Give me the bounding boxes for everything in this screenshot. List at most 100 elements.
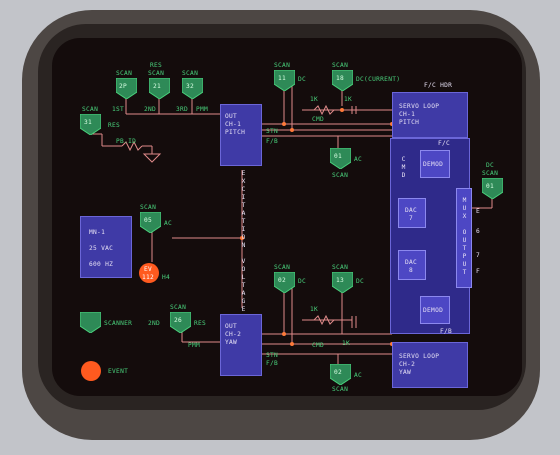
res-label: RES <box>108 122 120 129</box>
block-line: MN-1 <box>89 229 105 236</box>
1k-label: 1K <box>310 306 318 313</box>
ev-bottom: 112 <box>142 274 154 281</box>
demod2-block[interactable]: DEMOD <box>420 296 450 324</box>
badge-number: 2P <box>119 83 127 90</box>
badge-number: 18 <box>336 75 344 82</box>
block-line: 8 <box>409 267 413 274</box>
1k-label: 1K <box>310 96 318 103</box>
block-line: CH-1 <box>399 111 415 118</box>
badge-number: 01 <box>486 183 494 190</box>
fb-label: F/B <box>266 360 278 367</box>
badge-number: 02 <box>334 369 342 376</box>
fb-label: F/B <box>266 138 278 145</box>
scan-label: SCAN <box>148 70 164 77</box>
block-line: CH-2 <box>225 331 241 338</box>
block-line: PITCH <box>399 119 419 126</box>
block-line: SERVO LOOP <box>399 353 439 360</box>
res2-label: RES <box>194 320 206 327</box>
second2-label: 2ND <box>148 320 160 327</box>
f-label: F <box>476 268 480 275</box>
servo-loop-ch2-block[interactable]: SERVO LOOP CH-2 YAW <box>392 342 468 388</box>
pmm-label: PMM <box>196 106 208 113</box>
scan-label: SCAN <box>82 106 98 113</box>
pmm2-label: PMM <box>188 342 200 349</box>
badge-number: 05 <box>144 217 152 224</box>
h4-label: H4 <box>162 274 170 281</box>
fc-hdr-label: F/C HDR <box>424 82 452 89</box>
block-line: DAC <box>405 207 417 214</box>
scan-label: SCAN <box>182 70 198 77</box>
e-label: E <box>476 208 480 215</box>
dc-right-label: DC <box>486 162 494 169</box>
badge-number: 21 <box>153 83 161 90</box>
first-label: 1ST <box>112 106 124 113</box>
badge-number: 13 <box>336 277 344 284</box>
dac8-block[interactable]: DAC 8 <box>398 250 426 280</box>
block-line: OUT <box>225 323 237 330</box>
ev-top: EV <box>144 266 152 273</box>
ac-label: AC <box>354 156 362 163</box>
badge-number: 32 <box>186 83 194 90</box>
second-label: 2ND <box>144 106 156 113</box>
pbid-label: PB.ID <box>116 138 136 145</box>
scan-label: SCAN <box>482 170 498 177</box>
cmd-vertical: CMD <box>400 156 407 180</box>
block-line: PITCH <box>225 129 245 136</box>
scan-label: SCAN <box>332 62 348 69</box>
excitation-voltage-label: EXCITATION VOLTAGE <box>240 170 247 314</box>
fb2-label: F/B <box>440 328 452 335</box>
block-line: MUX OUTPUT <box>461 197 468 277</box>
block-line: YAW <box>399 369 411 376</box>
block-line: YAW <box>225 339 237 346</box>
1k-label: 1K <box>342 340 350 347</box>
ac-label: AC <box>354 372 362 379</box>
scan-label: SCAN <box>332 264 348 271</box>
six-label: 6 <box>476 228 480 235</box>
block-line: DEMOD <box>423 161 443 168</box>
stn-label: STN <box>266 352 278 359</box>
scan-label: SCAN <box>332 386 348 393</box>
dc-current-label: DC(CURRENT) <box>356 76 400 83</box>
servo-loop-ch1-block[interactable]: SERVO LOOP CH-1 PITCH <box>392 92 468 138</box>
scan-label: SCAN <box>332 172 348 179</box>
scan-label: SCAN <box>274 62 290 69</box>
event-legend-icon <box>80 360 102 382</box>
block-line: DAC <box>405 259 417 266</box>
scan-label: SCAN <box>140 204 156 211</box>
scanner-legend-icon <box>80 312 101 333</box>
fc-label: F/C <box>438 140 450 147</box>
seven-label: 7 <box>476 252 480 259</box>
badge-number: 31 <box>84 119 92 126</box>
stn-label: STN <box>266 128 278 135</box>
block-line: 600 HZ <box>89 261 113 268</box>
cmd-label: CMD <box>312 342 324 349</box>
mn1-block[interactable]: MN-1 25 VAC 600 HZ <box>80 216 132 278</box>
demod1-block[interactable]: DEMOD <box>420 150 450 178</box>
block-line: DEMOD <box>423 307 443 314</box>
badge-number: 02 <box>278 277 286 284</box>
block-line: 25 VAC <box>89 245 113 252</box>
dc-label: DC <box>298 278 306 285</box>
scan-label: SCAN <box>170 304 186 311</box>
badge-number: 26 <box>174 317 182 324</box>
scan-label: SCAN <box>274 264 290 271</box>
dc-label: DC <box>298 76 306 83</box>
cmd-label: CMD <box>312 116 324 123</box>
badge-number: 01 <box>334 153 342 160</box>
block-line: OUT <box>225 113 237 120</box>
out-ch1-block[interactable]: OUT CH-1 PITCH <box>220 104 262 166</box>
out-ch2-block[interactable]: OUT CH-2 YAW <box>220 314 262 376</box>
dac7-block[interactable]: DAC 7 <box>398 198 426 228</box>
scanner-legend-label: SCANNER <box>104 320 132 327</box>
badge-number: 11 <box>278 75 286 82</box>
dc-label: DC <box>356 278 364 285</box>
third-label: 3RD <box>176 106 188 113</box>
scan-label: SCAN <box>116 70 132 77</box>
block-line: CH-2 <box>399 361 415 368</box>
ac-label: AC <box>164 220 172 227</box>
mux-output-block[interactable]: MUX OUTPUT <box>456 188 472 288</box>
block-line: CH-1 <box>225 121 241 128</box>
event-legend-label: EVENT <box>108 368 128 375</box>
1k-label: 1K <box>344 96 352 103</box>
block-line: 7 <box>409 215 413 222</box>
